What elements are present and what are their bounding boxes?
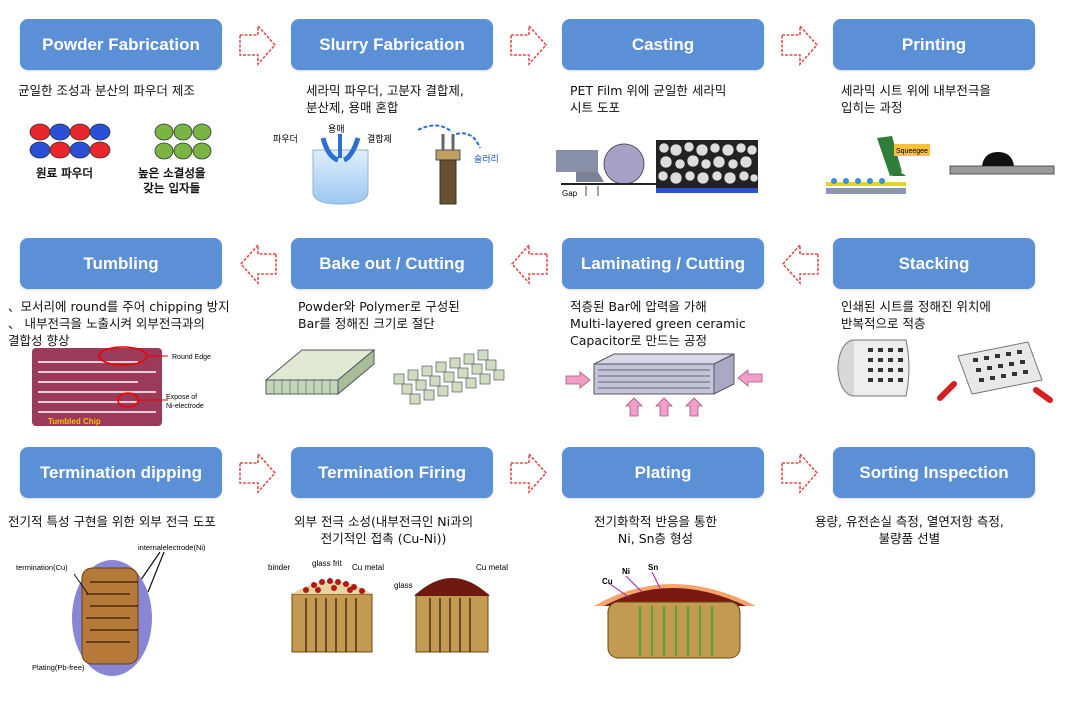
arrow-right-icon <box>510 23 548 67</box>
label-cu-metal-1: Cu metal <box>352 563 384 572</box>
label-gap: Gap <box>562 189 578 198</box>
desc-sorting-inspection: 용량, 유전손실 측정, 열연저항 측정, 불량품 선별 <box>815 514 1004 546</box>
desc-termination-dipping: 전기적 특성 구현을 위한 외부 전극 도포 <box>8 514 216 529</box>
termination-firing-illustration: binder glass frit Cu metal glass Cu meta… <box>268 559 508 653</box>
slurry-mixing-illustration: 파우더 용매 결합제 슬러리 <box>273 124 499 205</box>
step-printing: Printing <box>833 19 1035 70</box>
desc-stacking: 인쇄된 시트를 정해진 위치에 반복적으로 적층 <box>841 299 991 331</box>
termination-dipping-illustration: internalelectrode(Ni) termination(Cu) Pl… <box>16 543 206 676</box>
label-solvent: 용매 <box>328 124 345 134</box>
casting-illustration: Gap <box>556 140 759 198</box>
label-termination-cu: termination(Cu) <box>16 563 68 572</box>
step-tumbling: Tumbling <box>20 238 222 289</box>
desc-powder-fabrication: 균일한 조성과 분산의 파우더 제조 <box>18 83 195 98</box>
plating-illustration: Cu Ni Sn <box>594 563 756 659</box>
label-plating-pbfree: Plating(Pb-free) <box>32 663 85 672</box>
arrow-left-icon <box>510 242 548 286</box>
arrow-right-icon <box>781 23 819 67</box>
label-glass: glass <box>394 581 413 590</box>
desc-printing: 세라믹 시트 위에 내부전극을 입히는 과정 <box>841 83 991 115</box>
label-glass-frit: glass frit <box>312 559 343 568</box>
step-slurry-fabrication: Slurry Fabrication <box>291 19 493 70</box>
step-powder-fabrication: Powder Fabrication <box>20 19 222 70</box>
label-ni: Ni <box>622 567 630 576</box>
label-cu-metal-2: Cu metal <box>476 563 508 572</box>
desc-laminating-cutting: 적층된 Bar에 압력을 가해 Multi-layered green cera… <box>570 299 746 348</box>
arrow-right-icon <box>239 23 277 67</box>
arrow-left-icon <box>239 242 277 286</box>
step-bake-out-cutting: Bake out / Cutting <box>291 238 493 289</box>
label-slurry: 슬러리 <box>474 154 499 164</box>
step-termination-firing: Termination Firing <box>291 447 493 498</box>
label-raw-powder: 원료 파우더 <box>36 166 93 180</box>
sintered-particles-illustration <box>154 123 212 160</box>
raw-powder-illustration <box>29 123 111 159</box>
step-stacking: Stacking <box>833 238 1035 289</box>
desc-casting: PET Film 위에 균일한 세라믹 시트 도포 <box>570 83 727 115</box>
stacking-illustration <box>837 339 1053 403</box>
label-round-edge: Round Edge <box>172 354 211 361</box>
desc-bake-out-cutting: Powder와 Polymer로 구성된 Bar를 정해진 크기로 절단 <box>298 299 460 331</box>
step-laminating-cutting: Laminating / Cutting <box>562 238 764 289</box>
arrow-left-icon <box>781 242 819 286</box>
label-sintered-particles: 높은 소결성을 갖는 입자들 <box>138 166 206 195</box>
step-plating: Plating <box>562 447 764 498</box>
label-internal-electrode: internalelectrode(Ni) <box>138 543 206 552</box>
arrow-right-icon <box>510 451 548 495</box>
step-casting: Casting <box>562 19 764 70</box>
step-termination-dipping: Termination dipping <box>20 447 222 498</box>
desc-tumbling: 、모서리에 round를 주어 chipping 방지 、 내부전극을 노출시켜… <box>8 299 230 348</box>
label-sn: Sn <box>648 563 658 572</box>
desc-termination-firing: 외부 전극 소성(내부전극인 Ni과의 전기적인 접촉 (Cu-Ni)) <box>294 514 474 546</box>
arrow-right-icon <box>239 451 277 495</box>
label-powder: 파우더 <box>273 134 298 144</box>
arrow-right-icon <box>781 451 819 495</box>
label-binder: binder <box>268 563 291 572</box>
label-tumbled-chip: Tumbled Chip <box>48 417 101 426</box>
bake-out-cutting-illustration <box>264 348 505 405</box>
step-sorting-inspection: Sorting Inspection <box>833 447 1035 498</box>
printing-illustration: Squeegee <box>826 136 1055 194</box>
label-binder-kr: 결합제 <box>367 134 392 144</box>
laminating-illustration <box>565 353 763 417</box>
label-squeegee: Squeegee <box>896 148 928 155</box>
desc-slurry-fabrication: 세라믹 파우더, 고분자 결합제, 분산제, 용매 혼합 <box>306 83 464 115</box>
label-cu: Cu <box>602 577 613 586</box>
desc-plating: 전기화학적 반응을 통한 Ni, Sn층 형성 <box>594 514 717 546</box>
